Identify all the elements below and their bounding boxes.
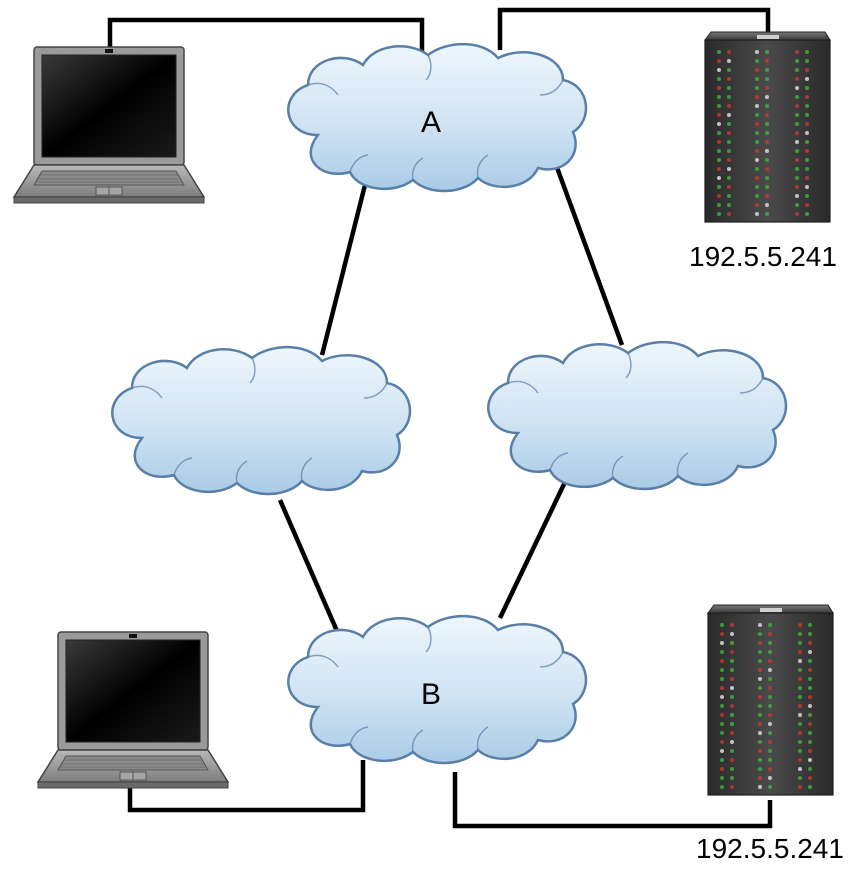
link-laptop-bottom-to-cloud-b xyxy=(127,760,366,813)
cloud-icon xyxy=(111,345,412,496)
laptop-icon xyxy=(37,631,229,789)
cloud-left xyxy=(111,345,412,496)
link-cloud-left-to-cloud-b xyxy=(277,499,343,639)
laptop-icon xyxy=(13,46,205,204)
link-cloud-a-to-cloud-right xyxy=(552,161,625,346)
cloud-icon xyxy=(487,340,788,491)
laptop-bottom xyxy=(37,631,229,789)
cloud-b: B xyxy=(287,614,588,765)
server-bottom xyxy=(707,604,834,796)
cloud-a: A xyxy=(287,42,588,193)
link-server-bottom-to-cloud-b xyxy=(452,772,773,829)
server-bottom-ip-label: 192.5.5.241 xyxy=(696,833,844,864)
link-laptop-top-to-cloud-a xyxy=(107,17,425,55)
cloud-b-label: B xyxy=(421,678,441,711)
link-cloud-right-to-cloud-b xyxy=(497,481,568,619)
link-cloud-a-to-cloud-left xyxy=(319,184,368,356)
server-top xyxy=(704,31,831,223)
links xyxy=(107,7,773,829)
server-top-ip-label: 192.5.5.241 xyxy=(689,241,837,272)
cloud-a-label: A xyxy=(421,106,441,139)
server-rack-icon xyxy=(707,604,834,796)
server-rack-icon xyxy=(704,31,831,223)
laptop-top xyxy=(13,46,205,204)
cloud-right xyxy=(487,340,788,491)
link-server-top-to-cloud-a xyxy=(497,7,771,50)
